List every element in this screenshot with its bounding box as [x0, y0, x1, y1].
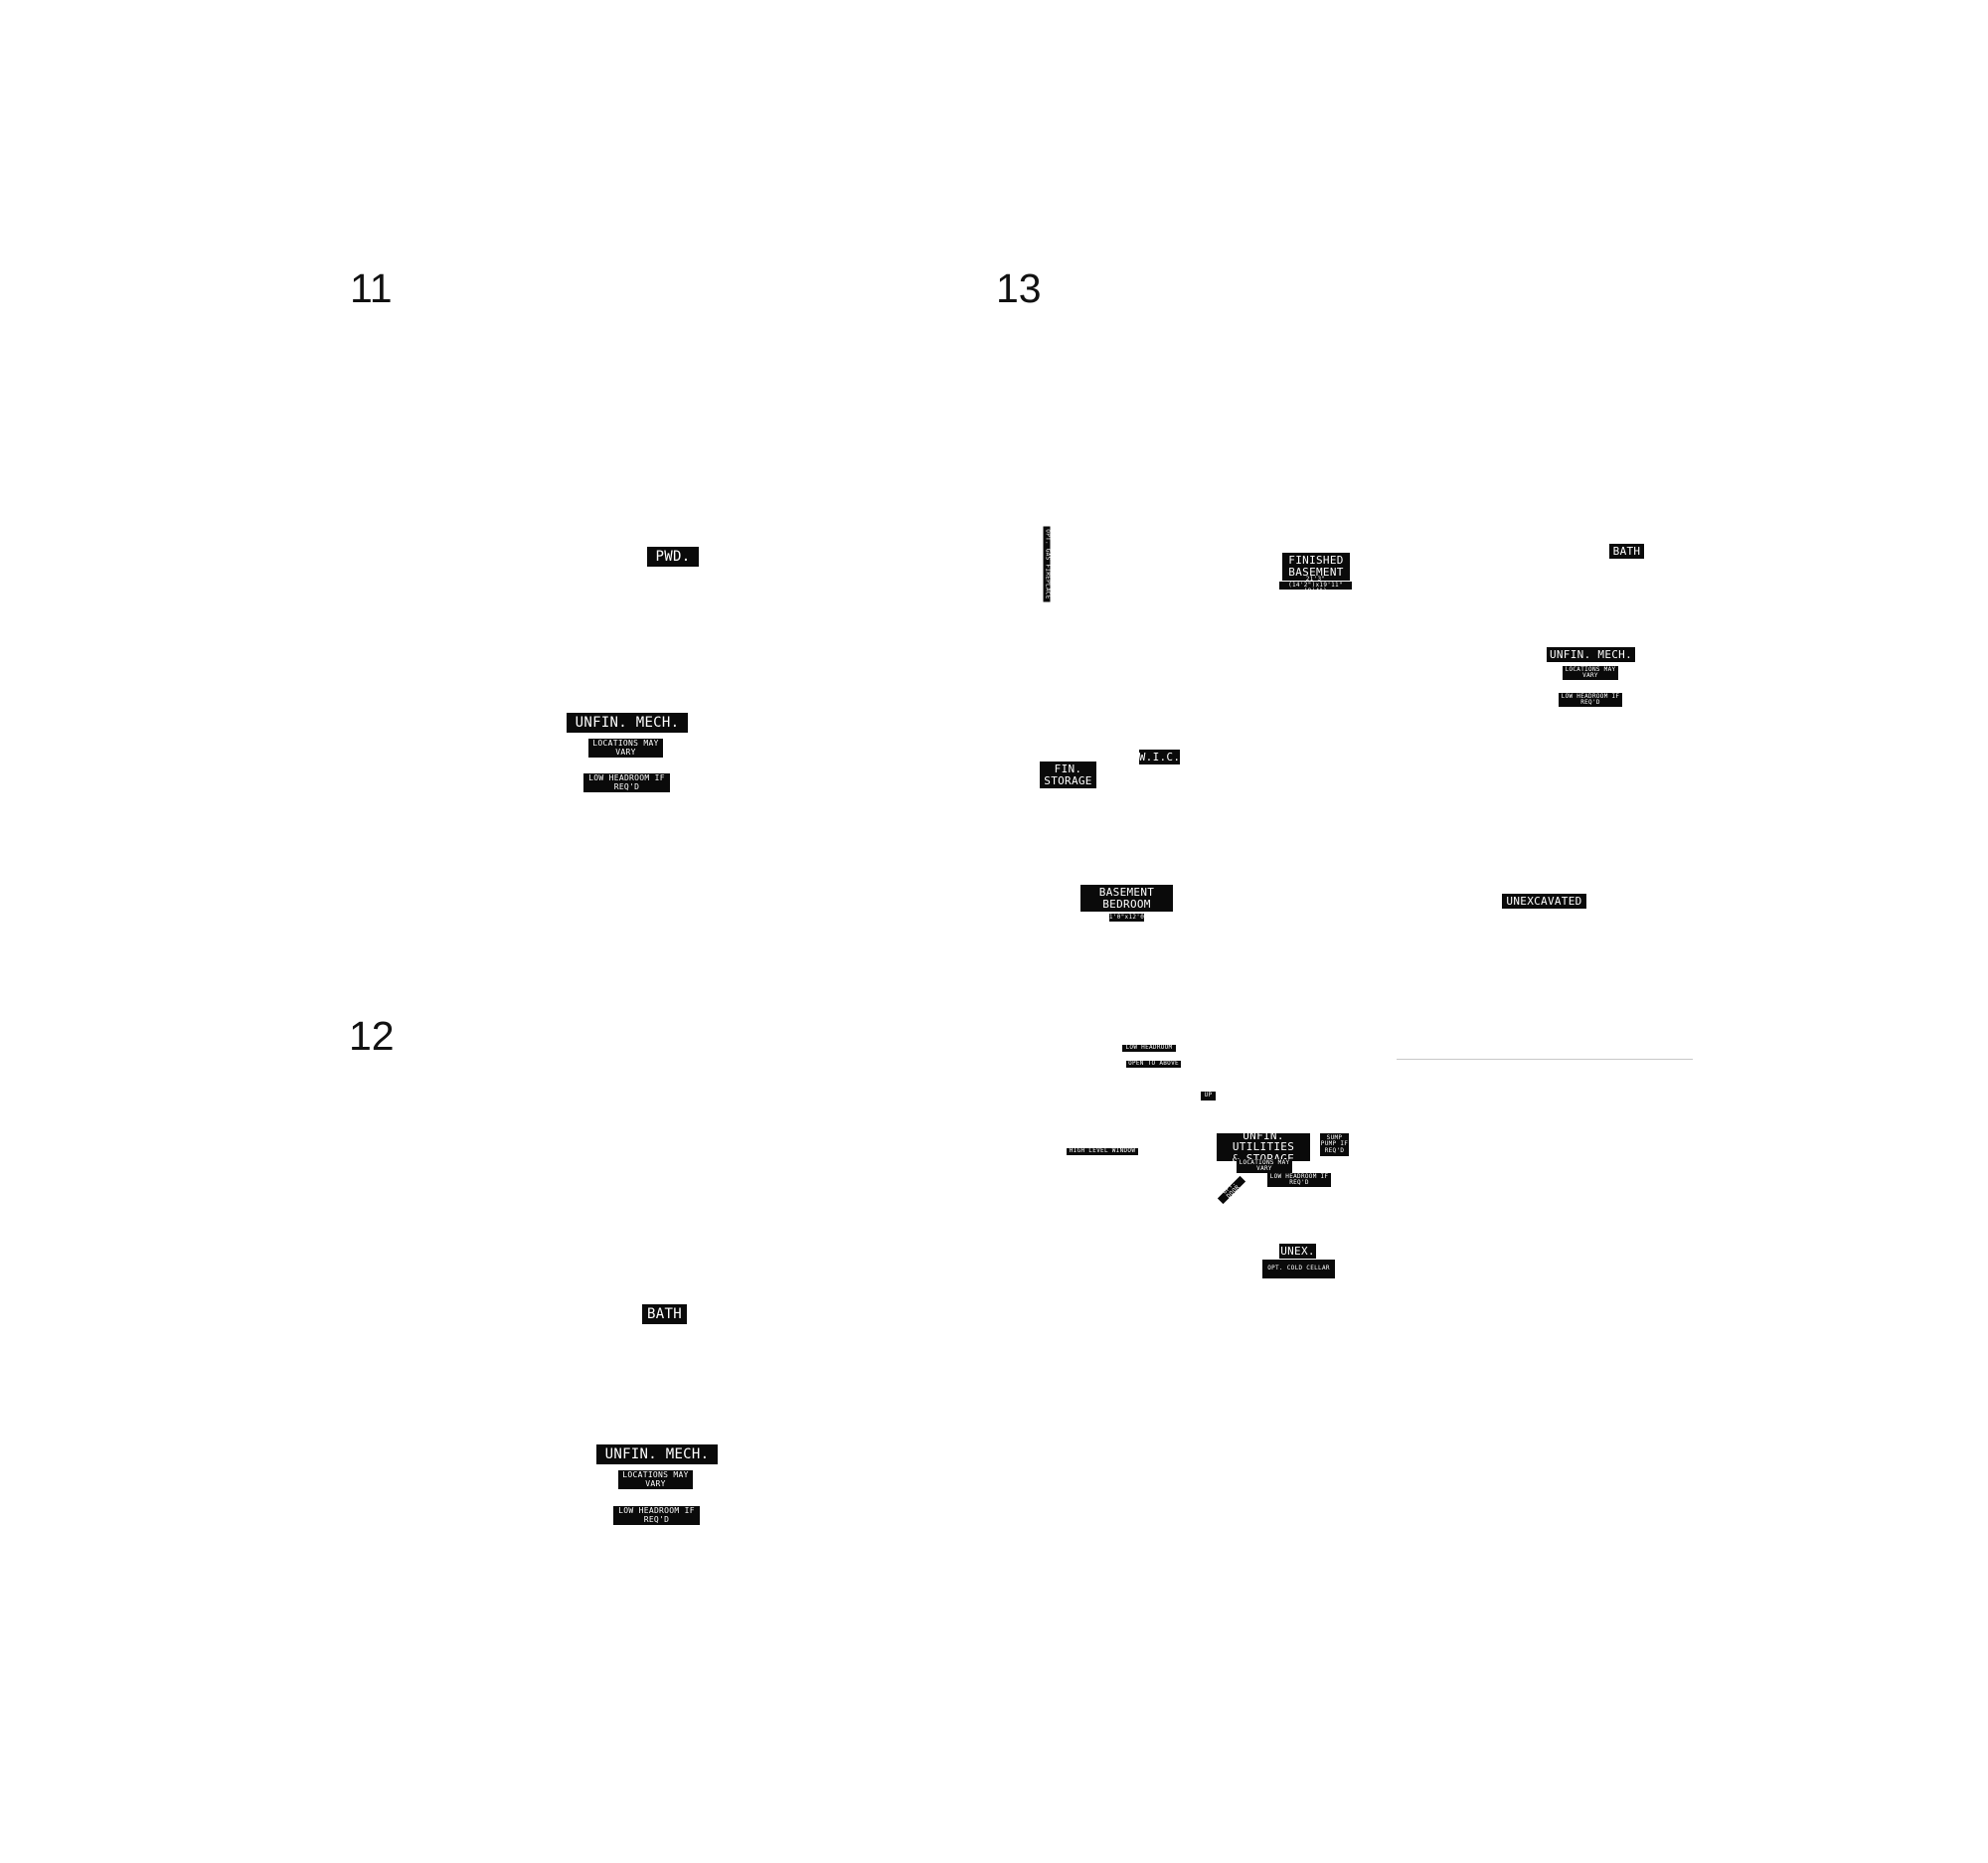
- note-high-level-window: HIGH LEVEL WINDOW: [1067, 1148, 1138, 1155]
- plan-number-12: 12: [349, 1013, 395, 1059]
- divider-line: [1397, 1059, 1693, 1060]
- room-label-unex: UNEX.: [1279, 1244, 1316, 1259]
- room-label-fin-storage: FIN. STORAGE: [1040, 762, 1096, 788]
- room-label-bath: BATH: [642, 1304, 687, 1324]
- plan-number-11: 11: [350, 265, 393, 311]
- room-label-basement-bedroom: BASEMENT BEDROOM: [1080, 885, 1173, 912]
- note-low-headroom-area: LOW HEADROOM: [1122, 1045, 1176, 1052]
- dimension-finished-basement: 21'3"(14'2")x19'11"(8'4"): [1279, 576, 1352, 594]
- note-locations-may-vary: LOCATIONS MAY VARY: [588, 739, 663, 758]
- room-label-unfin-mech: UNFIN. MECH.: [567, 713, 688, 733]
- room-label-bath: BATH: [1609, 544, 1644, 559]
- room-label-unexcavated: UNEXCAVATED: [1502, 894, 1586, 909]
- plan-number-13: 13: [996, 265, 1042, 311]
- note-opt-gas-fireplace: OPT. GAS FIREPLACE: [1043, 526, 1051, 602]
- note-opt-door: OPT. DOOR: [1217, 1175, 1246, 1205]
- note-utilities-locations-may-vary: LOCATIONS MAY VARY: [1237, 1159, 1292, 1173]
- dimension-basement-bedroom: 11'0"x12'0": [1104, 913, 1149, 922]
- note-sump-pump: SUMP PUMP IF REQ'D: [1320, 1133, 1349, 1156]
- room-label-finished-basement: FINISHED BASEMENT: [1282, 553, 1350, 581]
- room-label-unfin-mech: UNFIN. MECH.: [596, 1444, 718, 1464]
- note-locations-may-vary: LOCATIONS MAY VARY: [618, 1470, 693, 1489]
- note-low-headroom: LOW HEADROOM IF REQ'D: [613, 1506, 700, 1525]
- note-open-to-above: OPEN TO ABOVE: [1126, 1061, 1181, 1068]
- room-label-pwd: PWD.: [647, 547, 699, 567]
- room-label-wic: W.I.C.: [1138, 750, 1181, 764]
- room-label-unfin-mech: UNFIN. MECH.: [1547, 647, 1635, 662]
- note-stair-up: UP: [1201, 1092, 1216, 1101]
- note-locations-may-vary: LOCATIONS MAY VARY: [1563, 666, 1618, 680]
- note-low-headroom: LOW HEADROOM IF REQ'D: [583, 773, 670, 792]
- room-label-unfin-utilities-storage: UNFIN. UTILITIES & STORAGE: [1217, 1129, 1310, 1164]
- note-utilities-low-headroom: LOW HEADROOM IF REQ'D: [1267, 1173, 1331, 1187]
- note-opt-cold-cellar: OPT. COLD CELLAR: [1262, 1260, 1335, 1278]
- note-low-headroom: LOW HEADROOM IF REQ'D: [1559, 693, 1622, 707]
